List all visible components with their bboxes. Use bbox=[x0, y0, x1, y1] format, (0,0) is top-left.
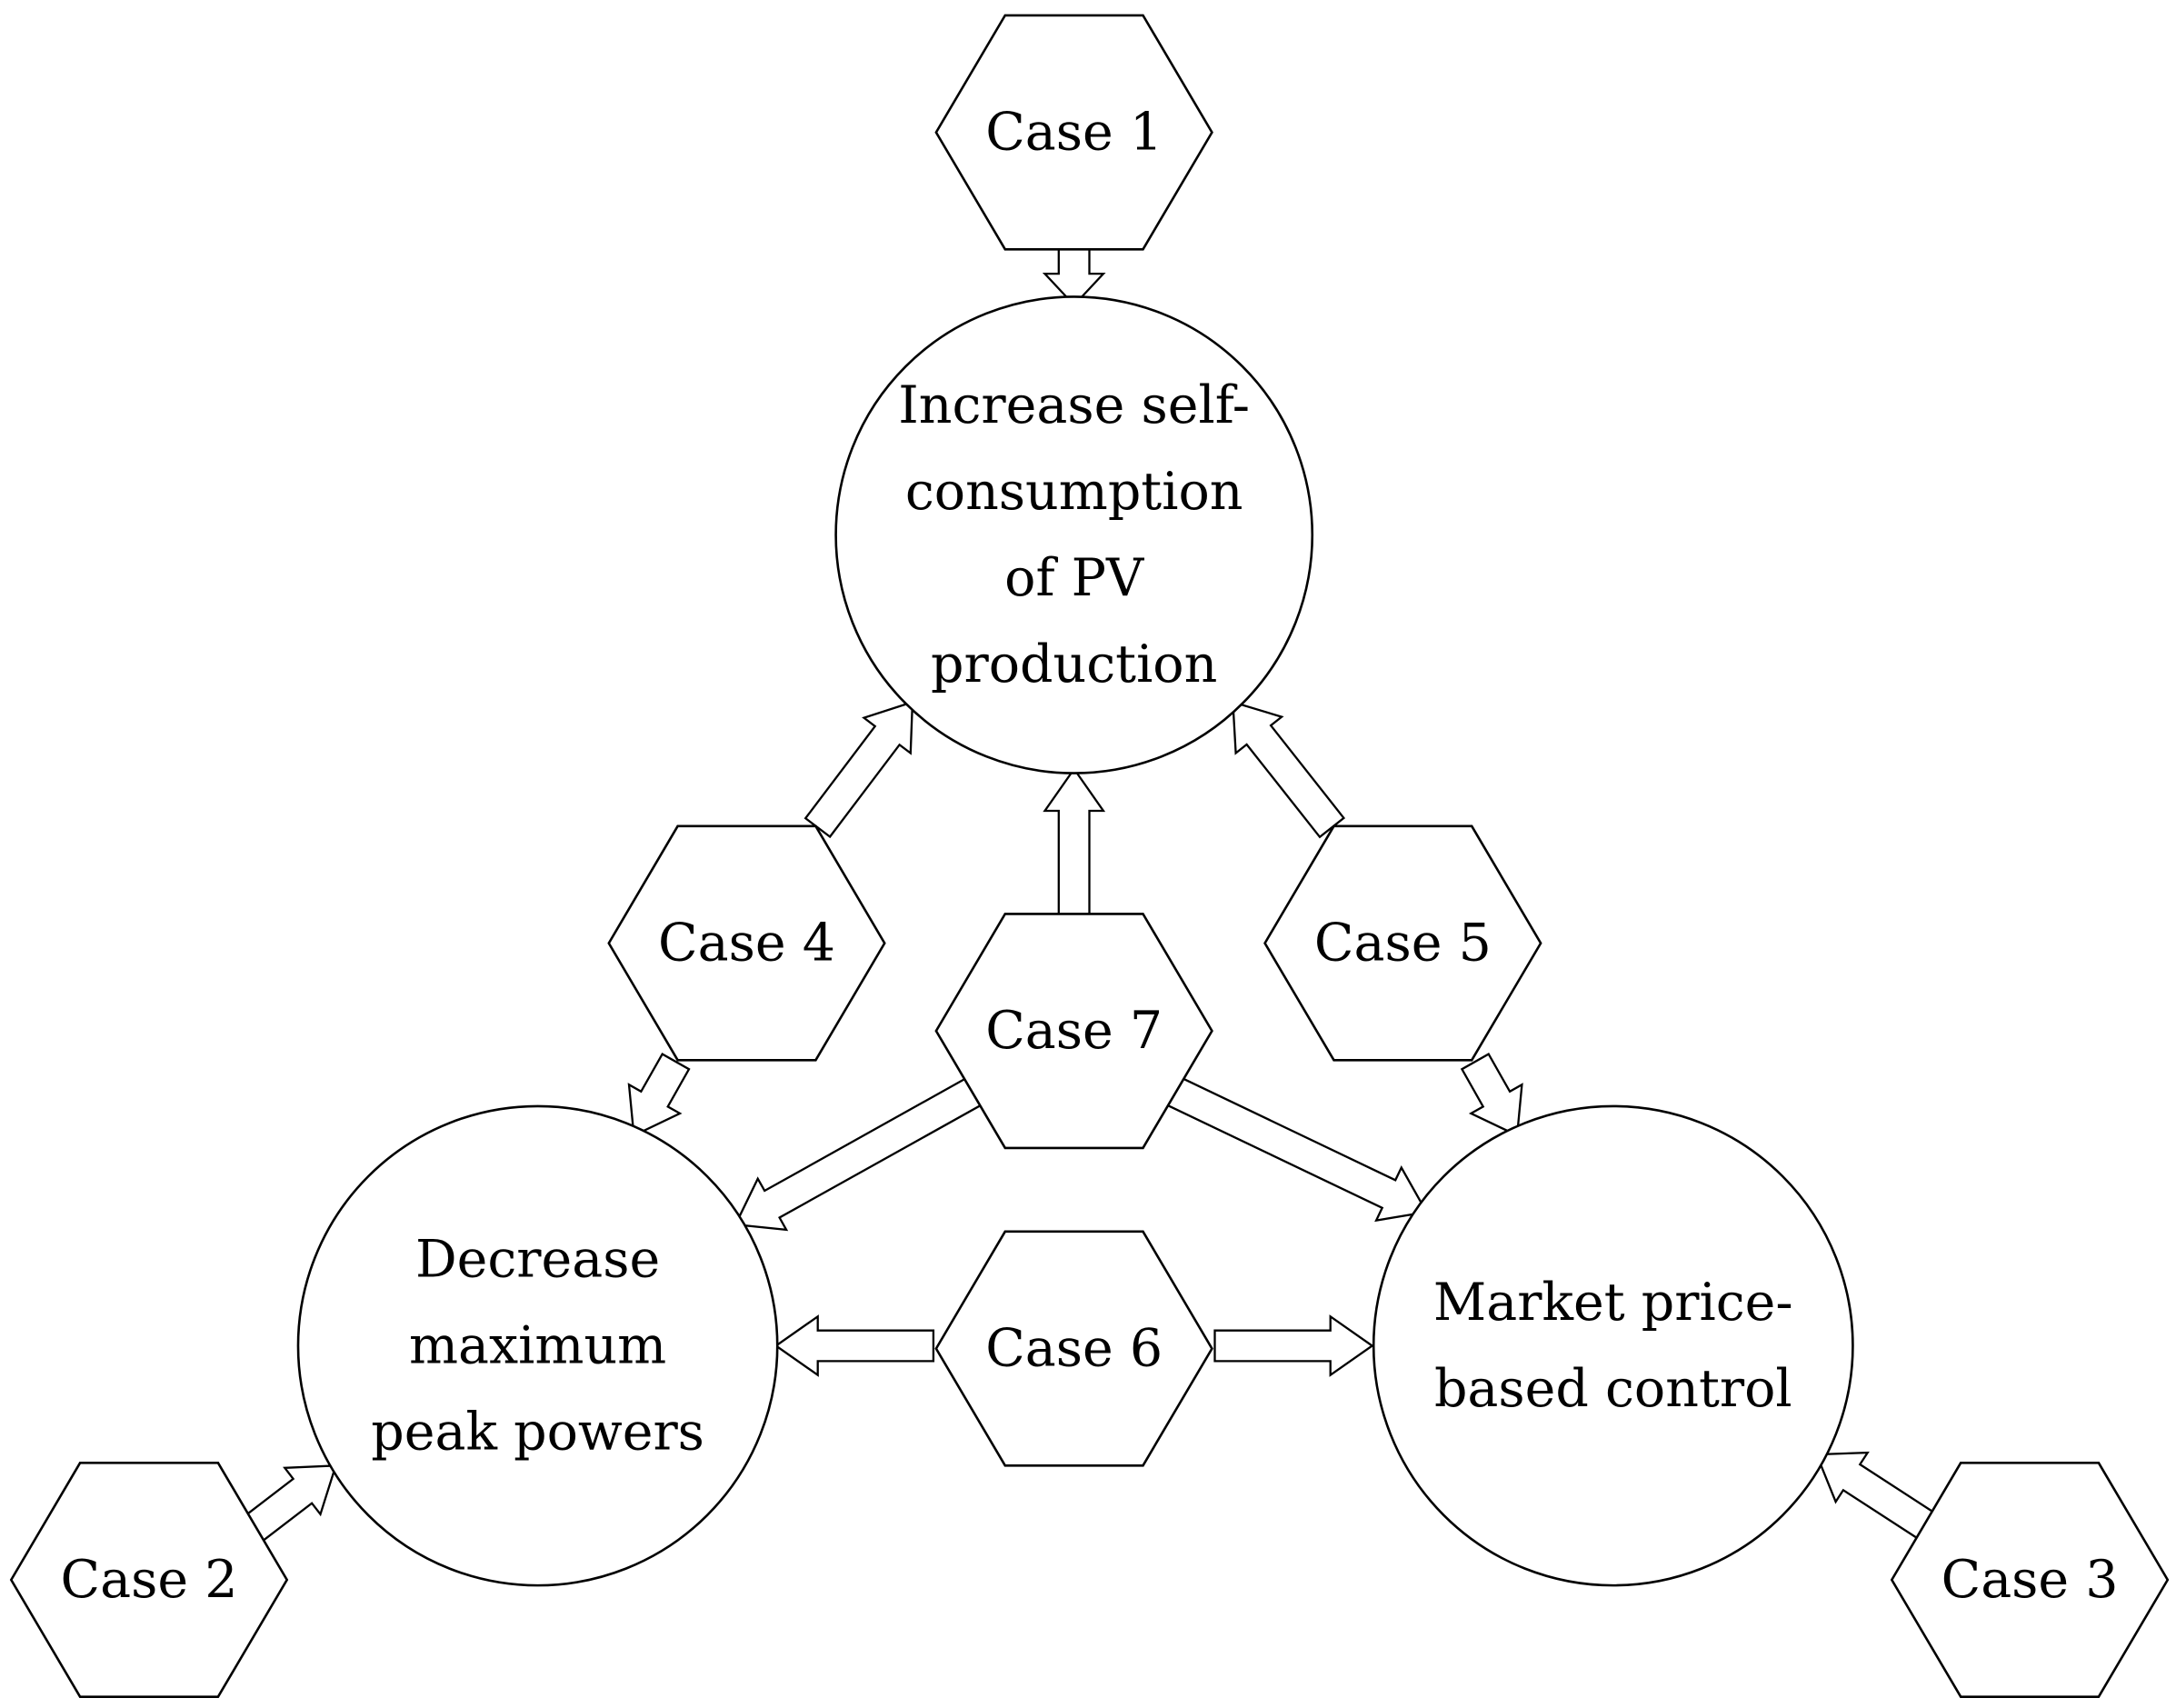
goal-label-line: based control bbox=[1434, 1359, 1792, 1419]
goal-circle bbox=[296, 1104, 779, 1587]
arrow-case-7-to-self-consumption bbox=[1043, 766, 1106, 917]
case-label: Case 4 bbox=[658, 914, 835, 974]
goal-peak-power: Decrease maximum peak powers bbox=[296, 1104, 779, 1587]
goal-label-line: peak powers bbox=[371, 1403, 704, 1463]
goal-label-line: of PV bbox=[1004, 548, 1144, 608]
goal-circle bbox=[1372, 1104, 1854, 1587]
case-label: Case 5 bbox=[1314, 914, 1492, 974]
goal-market-price: Market price-based control bbox=[1372, 1104, 1854, 1587]
case-label: Case 3 bbox=[1941, 1550, 2119, 1610]
goal-label-line: maximum bbox=[409, 1316, 666, 1376]
case-hexagon bbox=[9, 1462, 289, 1698]
goal-label-line: Increase self- bbox=[898, 375, 1250, 435]
case-3: Case 3 bbox=[1890, 1462, 2170, 1698]
arrow-case-7-to-market-price bbox=[1164, 1075, 1429, 1223]
arrows-layer bbox=[241, 246, 1938, 1543]
goal-circle bbox=[834, 295, 1314, 774]
case-4: Case 4 bbox=[607, 824, 886, 1062]
goal-label-line: Market price- bbox=[1433, 1273, 1793, 1333]
case-label: Case 7 bbox=[985, 1001, 1163, 1061]
arrow-case-1-to-self-consumption bbox=[1042, 246, 1106, 307]
arrow-case-5-to-self-consumption bbox=[1232, 700, 1346, 839]
arrow-case-7-to-peak-power bbox=[734, 1075, 984, 1232]
case-label: Case 6 bbox=[985, 1319, 1163, 1379]
arrow-case-2-to-peak-power bbox=[241, 1464, 337, 1543]
arrow-case-5-to-market-price bbox=[1460, 1053, 1523, 1137]
case-hexagon bbox=[1263, 824, 1542, 1062]
arrow-case-3-to-market-price bbox=[1814, 1451, 1938, 1542]
case-hexagon bbox=[607, 824, 886, 1062]
case-5: Case 5 bbox=[1263, 824, 1542, 1062]
arrow-case-4-to-peak-power bbox=[627, 1053, 691, 1137]
nodes-layer: Increase self-consumption of PV production… bbox=[9, 14, 2170, 1698]
case-1: Case 1 bbox=[934, 14, 1213, 251]
goal-label-line: consumption bbox=[905, 462, 1243, 522]
case-hexagon bbox=[934, 1230, 1213, 1467]
goal-label-line: production bbox=[931, 634, 1217, 694]
goal-self-consumption: Increase self-consumption of PV production bbox=[834, 295, 1314, 774]
case-hexagon bbox=[934, 913, 1213, 1150]
case-7: Case 7 bbox=[934, 913, 1213, 1150]
arrow-case-6-to-market-price bbox=[1213, 1314, 1374, 1377]
case-hexagon bbox=[934, 14, 1213, 251]
arrow-case-6-to-peak-power bbox=[774, 1314, 935, 1377]
case-label: Case 2 bbox=[61, 1550, 238, 1610]
case-label: Case 1 bbox=[985, 103, 1163, 163]
case-hexagon bbox=[1890, 1462, 2170, 1698]
case-2: Case 2 bbox=[9, 1462, 289, 1698]
arrow-case-4-to-self-consumption bbox=[804, 700, 914, 839]
case-6: Case 6 bbox=[934, 1230, 1213, 1467]
goal-label-line: Decrease bbox=[415, 1229, 660, 1289]
